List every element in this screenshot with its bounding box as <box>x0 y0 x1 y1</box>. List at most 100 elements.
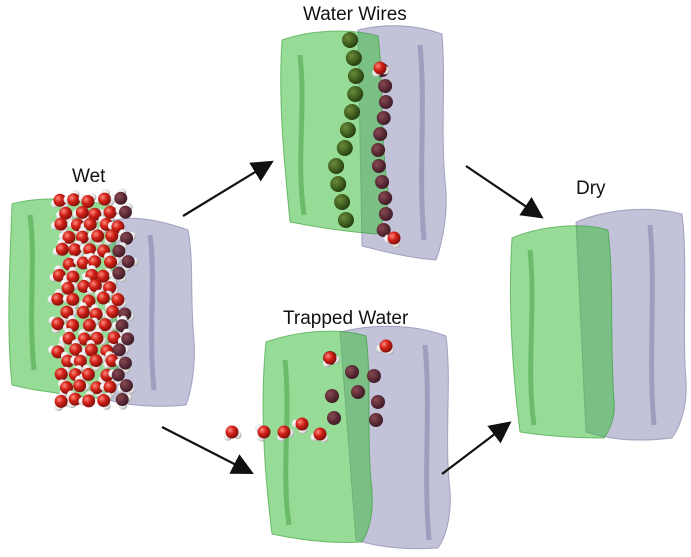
wire-oxygen-atom <box>336 140 353 156</box>
oxygen-atom <box>82 318 96 332</box>
water-molecule-icon <box>372 61 390 78</box>
water-molecule-icon <box>110 188 128 205</box>
oxygen-atom <box>73 379 87 393</box>
water-molecule-icon <box>255 424 271 442</box>
water-molecule-icon <box>48 342 66 359</box>
oxygen-atom <box>91 229 105 243</box>
water-molecule-icon <box>78 390 96 408</box>
water-molecule-icon <box>52 239 69 256</box>
oxygen-atom <box>98 192 112 206</box>
wire-oxygen-atom <box>373 127 388 141</box>
oxygen-atom <box>77 279 91 293</box>
wire-oxygen-atom <box>347 68 364 84</box>
water-molecule-icon <box>87 229 105 247</box>
arrow-wires-to-dry <box>465 165 544 219</box>
oxygen-atom <box>118 356 132 370</box>
water-molecule-icon <box>63 189 81 207</box>
trapped-oxygen-atom <box>351 385 365 399</box>
wire-oxygen-atom <box>375 175 390 189</box>
oxygen-atom <box>112 244 126 258</box>
water-molecule-icon <box>47 288 65 306</box>
water-molecule-icon <box>118 229 137 245</box>
oxygen-atom <box>120 231 134 245</box>
water-molecule-icon <box>94 289 113 305</box>
water-molecule-icon <box>97 392 113 411</box>
water-molecule-icon <box>50 217 68 234</box>
oxygen-atom <box>81 195 95 209</box>
oxygen-atom <box>96 269 110 283</box>
water-molecule-icon <box>115 356 132 374</box>
oxygen-atom <box>76 305 90 319</box>
oxygen-atom <box>313 427 327 441</box>
oxygen-atom <box>68 243 82 257</box>
water-molecule-icon <box>115 202 133 219</box>
oxygen-atom <box>115 319 129 333</box>
water-molecule-icon <box>72 205 90 223</box>
oxygen-atom <box>115 393 129 407</box>
water-molecule-icon <box>115 393 133 410</box>
oxygen-atom <box>114 191 128 205</box>
oxygen-atom <box>121 332 135 346</box>
oxygen-atom <box>103 380 117 394</box>
water-molecule-icon <box>60 279 78 295</box>
trapped-water-molecules <box>223 339 394 443</box>
oxygen-atom <box>379 339 393 353</box>
arrow-wet-to-wires <box>182 160 274 217</box>
oxygen-atom <box>112 266 126 280</box>
wet-water-cluster <box>47 188 139 412</box>
wire-oxygen-atom <box>344 104 361 120</box>
wet-label: Wet <box>72 166 106 187</box>
water-molecule-icon <box>291 417 309 435</box>
wet-channel <box>8 188 195 412</box>
water-wire-molecules <box>328 32 401 248</box>
water-molecule-icon <box>111 315 129 333</box>
oxygen-atom <box>73 354 87 368</box>
oxygen-atom <box>59 206 73 220</box>
oxygen-atom <box>112 343 126 357</box>
wire-oxygen-atom <box>371 143 386 157</box>
oxygen-atom <box>60 305 74 319</box>
water-molecule-icon <box>277 425 295 442</box>
wire-oxygen-atom <box>376 223 391 237</box>
trapped-water-channel <box>223 325 451 550</box>
trapped-water-label: Trapped Water <box>283 308 409 329</box>
oxygen-atom <box>53 193 67 207</box>
oxygen-atom <box>51 292 65 306</box>
water-molecule-icon <box>82 317 99 335</box>
wire-oxygen-atom <box>378 207 393 221</box>
wire-oxygen-atom <box>337 212 354 228</box>
trapped-oxygen-atom <box>327 411 341 425</box>
wire-oxygen-atom <box>328 158 345 174</box>
oxygen-atom <box>61 281 75 295</box>
oxygen-atom <box>90 381 104 395</box>
wire-oxygen-atom <box>345 50 362 66</box>
water-molecule-icon <box>104 252 121 269</box>
oxygen-atom <box>106 305 120 319</box>
wire-oxygen-atom <box>347 86 364 102</box>
trapped-oxygen-atom <box>367 369 381 383</box>
oxygen-atom <box>119 379 133 393</box>
water-molecule-icon <box>376 339 394 355</box>
oxygen-atom <box>52 268 66 282</box>
oxygen-atom <box>54 367 68 381</box>
dry-channel <box>509 208 687 441</box>
oxygen-atom <box>118 205 132 219</box>
oxygen-atom <box>51 317 65 331</box>
oxygen-atom <box>257 425 271 439</box>
water-molecule-icon <box>78 193 97 209</box>
oxygen-atom <box>277 425 291 439</box>
oxygen-atom <box>121 255 135 269</box>
oxygen-atom <box>82 394 96 408</box>
water-molecule-icon <box>108 368 125 386</box>
water-molecule-icon <box>104 302 120 321</box>
oxygen-atom <box>88 279 102 293</box>
water-molecule-icon <box>62 292 80 310</box>
oxygen-atom <box>54 217 68 231</box>
oxygen-atom <box>103 281 117 295</box>
wire-oxygen-atom <box>342 32 358 48</box>
water-molecule-icon <box>49 265 66 282</box>
oxygen-atom <box>89 307 103 321</box>
oxygen-atom <box>62 230 76 244</box>
oxygen-atom <box>104 255 118 269</box>
